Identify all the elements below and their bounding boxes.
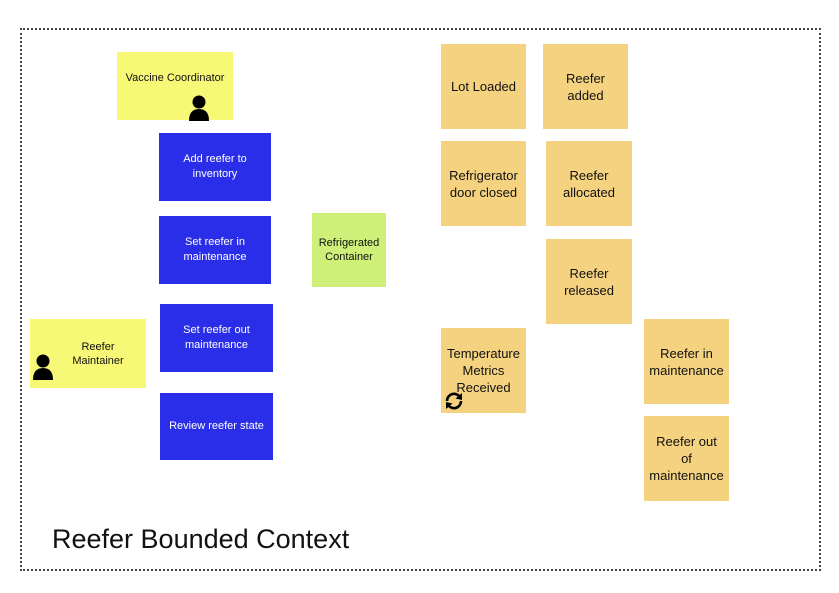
event-label: Lot Loaded: [450, 79, 517, 94]
cycle-icon: [445, 392, 463, 410]
command-label: Add reefer to inventory: [183, 153, 247, 180]
actor-vaccine-coordinator[interactable]: Vaccine Coordinator: [117, 52, 233, 120]
person-icon: [33, 354, 53, 380]
aggregate-refrigerated-container[interactable]: Refrigerated Container: [312, 213, 386, 287]
person-icon: [189, 95, 209, 121]
event-reefer-allocated[interactable]: Reefer allocated: [546, 141, 632, 226]
event-label: Reefer in maintenance: [649, 345, 724, 378]
event-reefer-in-maintenance[interactable]: Reefer in maintenance: [644, 319, 729, 404]
aggregate-label: Refrigerated Container: [318, 237, 380, 263]
command-label: Set reefer out maintenance: [183, 324, 250, 351]
event-label: Reefer released: [564, 265, 614, 298]
context-title: Reefer Bounded Context: [52, 524, 350, 554]
event-refrigerator-door-closed[interactable]: Refrigerator door closed: [441, 141, 526, 226]
event-label: Reefer allocated: [562, 167, 616, 200]
command-label: Review reefer state: [169, 420, 264, 432]
event-label: Refrigerator door closed: [449, 167, 518, 200]
actor-label: Reefer Maintainer: [72, 340, 124, 367]
event-label: Reefer added: [565, 70, 606, 103]
command-add-reefer[interactable]: Add reefer to inventory: [159, 133, 271, 201]
command-set-in-maintenance[interactable]: Set reefer in maintenance: [159, 216, 271, 284]
event-label: Temperature Metrics Received: [447, 346, 520, 395]
event-lot-loaded[interactable]: Lot Loaded: [441, 44, 526, 129]
event-reefer-out-of-maintenance[interactable]: Reefer out of maintenance: [644, 416, 729, 501]
command-set-out-maintenance[interactable]: Set reefer out maintenance: [160, 304, 273, 372]
bounded-context-frame: [20, 28, 821, 571]
event-reefer-added[interactable]: Reefer added: [543, 44, 628, 129]
event-temperature-metrics-received[interactable]: Temperature Metrics Received: [441, 328, 526, 413]
actor-label: Vaccine Coordinator: [125, 72, 225, 84]
event-label: Reefer out of maintenance: [649, 434, 724, 483]
command-label: Set reefer in maintenance: [183, 236, 247, 263]
command-review-state[interactable]: Review reefer state: [160, 393, 273, 460]
event-reefer-released[interactable]: Reefer released: [546, 239, 632, 324]
